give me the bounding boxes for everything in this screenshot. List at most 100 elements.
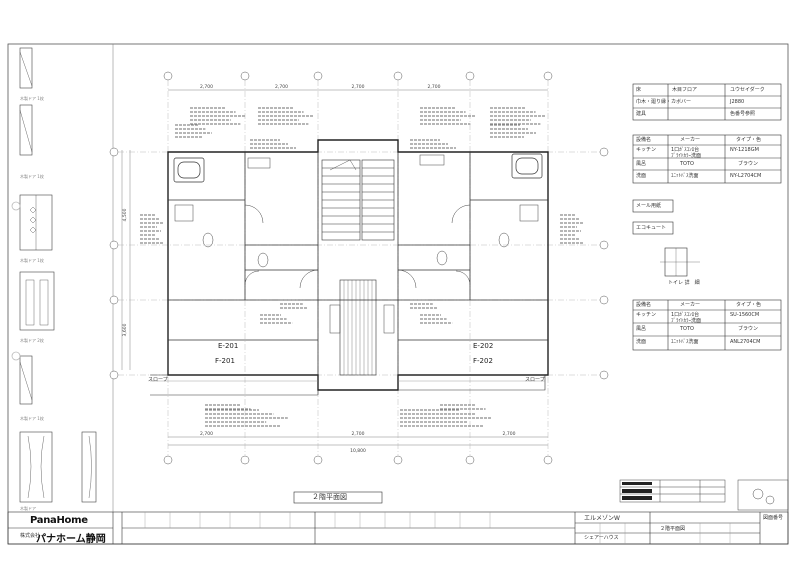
grid-bubble	[599, 370, 609, 380]
revision-marks	[622, 482, 652, 500]
unit-label-f201: F-201	[215, 357, 235, 365]
sheet-number-label: 図面番号	[763, 515, 784, 521]
dimension-label: 2,700	[275, 84, 288, 90]
dimension-lines	[121, 89, 548, 446]
svg-text:木製ドア 2枚: 木製ドア 2枚	[20, 337, 44, 343]
legend-tables	[632, 83, 782, 351]
grid-bubble	[240, 455, 250, 465]
dimension-label: 2,700	[352, 84, 365, 90]
equip-b-h3: タイプ・色	[736, 302, 762, 308]
binding-hole	[11, 201, 21, 211]
grid-bubble	[313, 71, 323, 81]
svg-text:木製ドア 1枚: 木製ドア 1枚	[20, 257, 44, 263]
toilet-detail-label: トイレ 詳 細	[668, 280, 700, 286]
grid-bubble	[543, 71, 553, 81]
unit-label-f202: F-202	[473, 357, 493, 365]
floor-table-h1: 床	[636, 87, 642, 93]
svg-text:木製ドア 1枚: 木製ドア 1枚	[20, 95, 44, 101]
annotation-notes	[140, 107, 583, 427]
floor-table-h2: 木目フロア	[672, 87, 698, 93]
ecocute-label: エコキュート	[636, 225, 667, 231]
grid-bubble	[109, 295, 119, 305]
grid-bubble	[599, 147, 609, 157]
door-symbol	[19, 431, 53, 503]
grid-bubble	[163, 71, 173, 81]
unit-label-e201: E-201	[218, 342, 239, 350]
svg-text:木製ドア: 木製ドア	[20, 505, 36, 511]
floor-table-r2c1: 巾木・廻り縁・カボバー	[636, 99, 692, 105]
equip-a-r1c3: NY-1218GM	[730, 147, 759, 153]
svg-text:木製ドア 1枚: 木製ドア 1枚	[20, 415, 44, 421]
dimension-label: 2,700	[428, 84, 441, 90]
grid-bubble	[393, 71, 403, 81]
equip-b-h2: メーカー	[680, 302, 701, 308]
stair	[321, 159, 395, 241]
grid-bubble	[109, 147, 119, 157]
revision-table	[619, 479, 789, 511]
fixtures	[174, 154, 539, 334]
dimension-label: 2,700	[200, 431, 213, 437]
project-name: エルメゾンW	[584, 515, 620, 522]
grid-bubble	[240, 71, 250, 81]
company-prefix: 株式会社	[20, 533, 41, 539]
title-block	[7, 511, 789, 545]
equip-a-r4c2: ﾕﾆｯﾄﾊﾞｽ洗面	[671, 173, 699, 179]
dimension-label: 4,500	[122, 208, 128, 221]
equip-a-h1: 設備名	[636, 137, 652, 143]
equip-b-r3c1: 風呂	[636, 326, 647, 332]
floor-table-r3c1: 建具	[636, 111, 647, 117]
equip-a-r4c1: 洗面	[636, 173, 647, 179]
equip-a-r3c2: TOTO	[680, 161, 694, 167]
equip-a-r2c2: ﾌﾞﾗｲﾄｶﾗｰ洗面	[671, 153, 702, 159]
drawing-title: ２階平面図	[312, 493, 347, 501]
dimension-label: 2,700	[352, 431, 365, 437]
interior-walls	[168, 152, 548, 375]
building-walls	[167, 139, 549, 391]
door-legend-column	[19, 47, 97, 503]
equip-a-r3c3: ブラウン	[738, 161, 759, 167]
bathtub-right	[511, 153, 543, 179]
grid-bubble	[599, 240, 609, 250]
grid-bubble	[393, 455, 403, 465]
grid-bubble	[543, 455, 553, 465]
grid-bubble	[599, 295, 609, 305]
equip-b-r4c2: ﾕﾆｯﾄﾊﾞｽ洗面	[671, 339, 699, 345]
door-symbol	[19, 47, 33, 89]
equip-b-r4c3: ANL2704CM	[730, 339, 761, 345]
grid-bubble	[109, 370, 119, 380]
door-symbol	[81, 431, 97, 503]
dimension-label: 3,600	[122, 323, 128, 336]
floor-table-r3c3: 色番号参照	[730, 111, 756, 117]
balconies	[150, 374, 546, 396]
title-note: シェアーハウス	[584, 535, 619, 541]
equip-b-r1c2: 1口ｶﾞｽｺﾝﾛ台	[671, 312, 700, 318]
floor-table-r2c3: J2880	[730, 99, 745, 105]
bathtub-left	[173, 157, 205, 183]
grid-bubble	[313, 455, 323, 465]
equip-a-r3c1: 風呂	[636, 161, 647, 167]
grid-bubble	[109, 240, 119, 250]
slope-label-left: スロープ	[148, 377, 168, 383]
unit-label-e202: E-202	[473, 342, 494, 350]
equip-a-r4c3: NY-L2704CM	[730, 173, 762, 179]
grid-bubble	[465, 455, 475, 465]
corridor	[339, 279, 377, 376]
equip-a-h3: タイプ・色	[736, 137, 762, 143]
mail-label: メール用紙	[636, 203, 662, 209]
title-block-cells	[144, 512, 731, 544]
slope-label-right: スロープ	[525, 377, 545, 383]
equip-b-r3c3: ブラウン	[738, 326, 759, 332]
equip-b-h1: 設備名	[636, 302, 652, 308]
dimension-label: 2,700	[200, 84, 213, 90]
equip-a-r1c1: キッチン	[636, 147, 657, 153]
drawing-title-box	[293, 491, 383, 504]
grid-bubble	[465, 71, 475, 81]
equip-b-r1c3: SU-1560CM	[730, 312, 760, 318]
equip-b-r4c1: 洗面	[636, 339, 647, 345]
equip-b-r3c2: TOTO	[680, 326, 694, 332]
grid-bubble	[163, 455, 173, 465]
